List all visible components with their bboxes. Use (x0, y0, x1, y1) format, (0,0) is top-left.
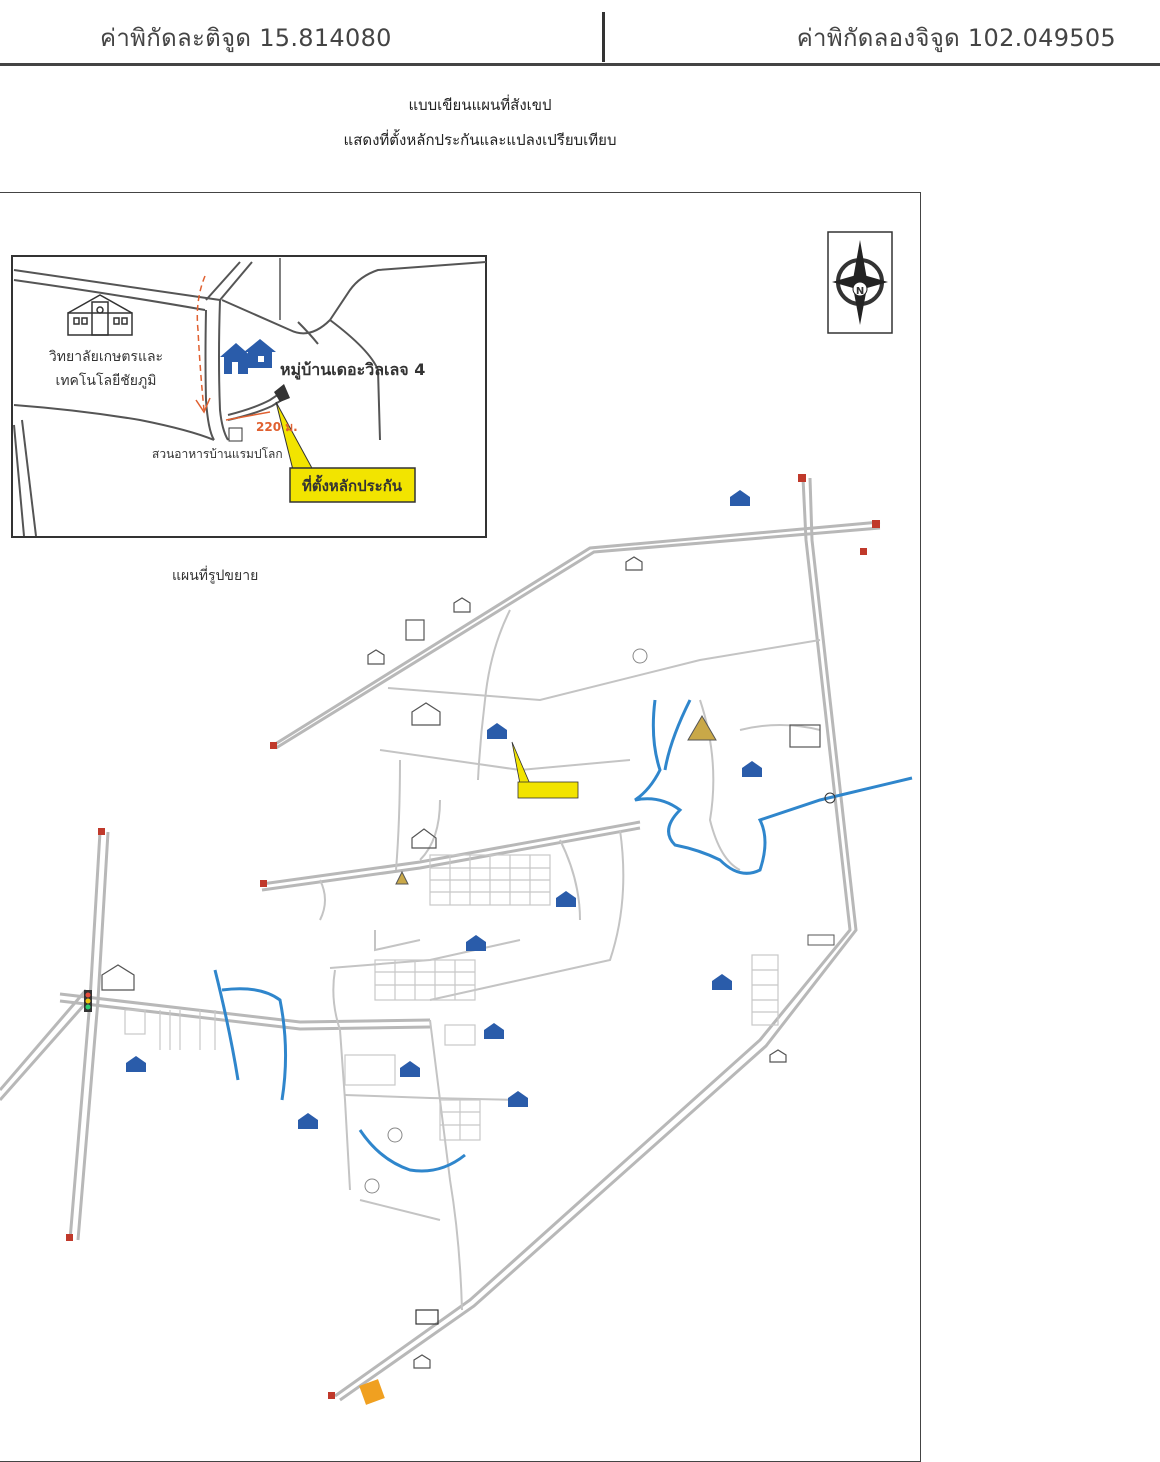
compass-north-label: N (856, 286, 864, 297)
route-marker (632, 648, 648, 664)
inset-map: ที่ตั้งหลักประกัน 220 ม. สวนอาหารบ้านแรม… (11, 255, 487, 538)
college-label: วิทยาลัยเกษตรและ (49, 349, 163, 365)
school-icon (67, 294, 133, 336)
shrine-icon (395, 870, 409, 885)
village-label: หมู่บ้านเดอะวิลเลจ 4 (280, 360, 425, 381)
subdivision-blocks (124, 854, 779, 1141)
main-roads (0, 477, 881, 1402)
road-end-markers (66, 474, 880, 1399)
rivers (213, 699, 913, 1173)
north-arrow-icon: N (827, 231, 893, 334)
comparison-site-marker (359, 1379, 385, 1405)
restaurant-label: สวนอาหารบ้านแรมปโลก (152, 447, 283, 461)
map-subtitle: แสดงที่ตั้งหลักประกันและแปลงเปรียบเทียบ (343, 131, 617, 149)
collateral-label: ที่ตั้งหลักประกัน (302, 474, 403, 495)
temple-icon (687, 715, 717, 741)
distance-label: 220 ม. (256, 420, 298, 434)
village-house-icons (126, 490, 762, 1129)
coordinate-header: ค่าพิกัดละติจูด 15.814080 ค่าพิกัดลองจิจ… (0, 0, 1160, 66)
header-divider (602, 12, 605, 62)
route-marker-2 (387, 1127, 403, 1143)
longitude-value: ค่าพิกัดลองจิจูด 102.049505 (796, 24, 1116, 52)
sign-marker (807, 934, 835, 946)
landmark-icons (101, 556, 821, 1369)
college-label-2: เทคโนโลยีชัยภูมิ (56, 372, 157, 389)
house-icon (220, 339, 276, 374)
map-title: แบบเขียนแผนที่สังเขป (408, 96, 552, 114)
enlarged-map-label: แผนที่รูปขยาย (172, 566, 258, 584)
bridge-marker (824, 792, 836, 804)
main-collateral-marker (511, 741, 579, 799)
route-marker-3 (364, 1178, 380, 1194)
latitude-value: ค่าพิกัดละติจูด 15.814080 (100, 24, 392, 52)
